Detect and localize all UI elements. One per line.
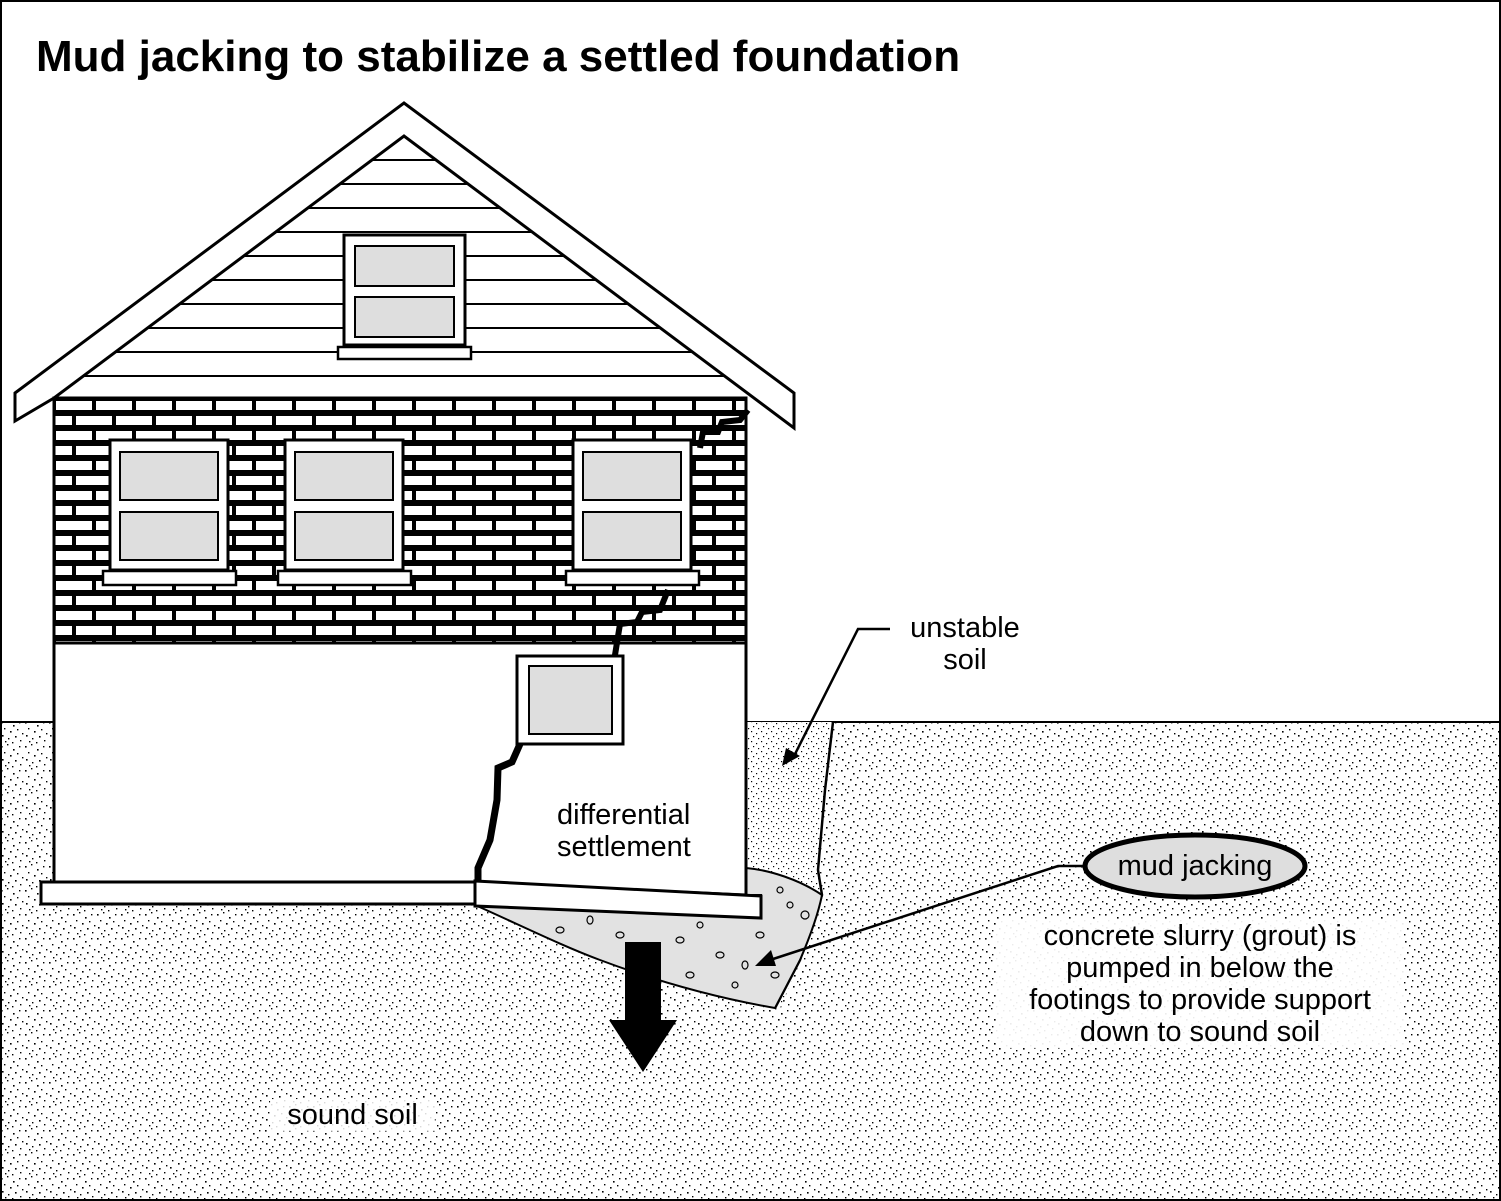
label-unstable-soil: unstable soil	[895, 612, 1035, 676]
stair-step-crack	[612, 588, 671, 656]
window-middle	[276, 438, 413, 587]
grout-note-line-3: footings to provide support	[1029, 984, 1371, 1016]
label-differential-line-1: differential	[557, 799, 691, 831]
label-unstable-soil-line-2: soil	[943, 644, 987, 676]
leader-unstable-soil	[791, 627, 890, 759]
label-differential-settlement: differential settlement	[557, 799, 691, 863]
arrowhead-mud-jacking	[755, 950, 776, 966]
label-sound-soil: sound soil	[270, 1099, 435, 1131]
window-right	[564, 438, 701, 587]
label-mud-jacking: mud jacking	[1117, 850, 1273, 882]
label-unstable-soil-line-1: unstable	[910, 612, 1020, 644]
footing-left	[39, 880, 477, 906]
foundation-crack	[474, 742, 524, 905]
arrow-down-icon	[609, 942, 677, 1072]
label-differential-line-2: settlement	[557, 831, 691, 863]
gable-window-sill	[336, 345, 473, 361]
footing-right-settled	[473, 879, 763, 920]
grout-note-line-2: pumped in below the	[1066, 952, 1334, 984]
arrowhead-unstable-soil	[782, 748, 800, 766]
basement-window-pane	[528, 665, 613, 735]
grout-note-line-1: concrete slurry (grout) is	[1043, 920, 1357, 952]
label-grout-note: concrete slurry (grout) is pumped in bel…	[996, 920, 1404, 1048]
gable-window-pane-top	[354, 245, 455, 287]
upper-brick-crack	[697, 408, 751, 449]
grout-mass	[474, 866, 824, 1010]
roof-gable	[13, 101, 796, 431]
grout-note-line-4: down to sound soil	[1079, 1016, 1321, 1048]
gable-window-pane-bottom	[354, 296, 455, 338]
leader-mud-jacking	[769, 864, 1085, 962]
diagram-title: Mud jacking to stabilize a settled found…	[36, 32, 961, 81]
window-left	[101, 438, 238, 587]
